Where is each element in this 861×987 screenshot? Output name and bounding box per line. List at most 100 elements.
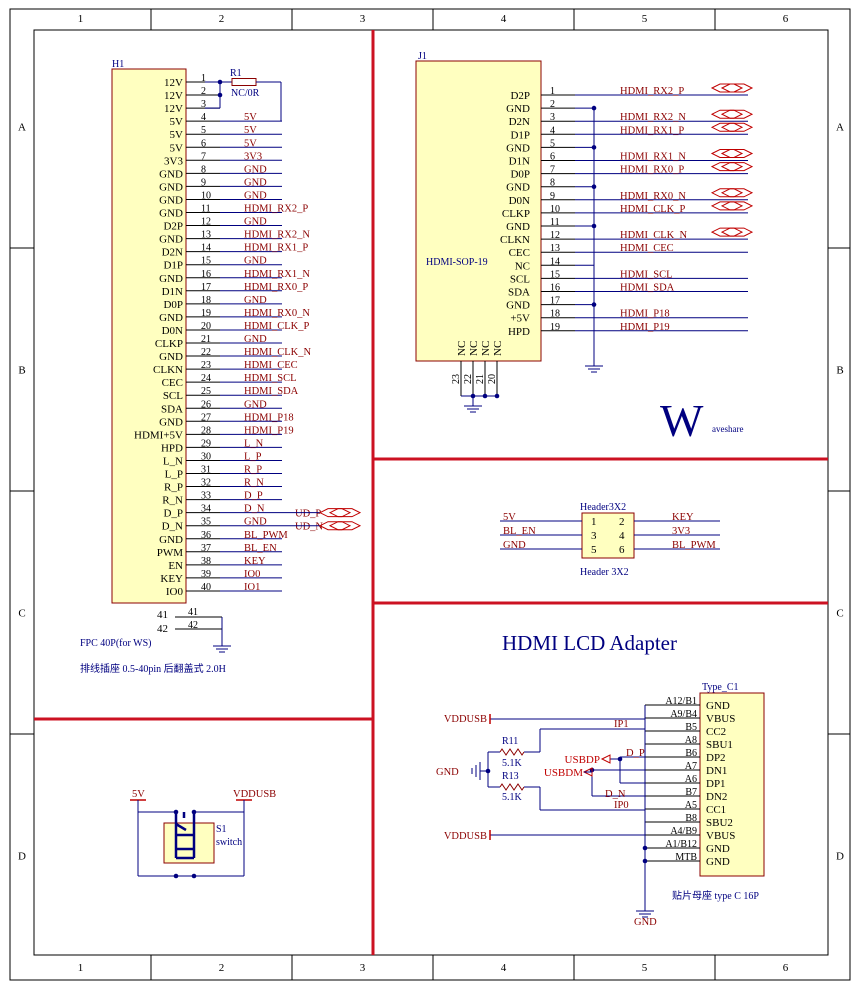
j1-pin-number: 17 bbox=[550, 296, 560, 307]
column-label-top: 4 bbox=[501, 13, 507, 25]
h1-net-label: BL_PWM bbox=[244, 530, 288, 541]
h1-net-label: GND bbox=[244, 256, 267, 267]
h1-net-label: GND bbox=[244, 217, 267, 228]
h1-extra-pin-name: 41 bbox=[157, 609, 168, 621]
typec-pin-name: CC2 bbox=[706, 726, 726, 738]
header-left-pin: 1 bbox=[591, 516, 597, 528]
junction-dot bbox=[191, 809, 197, 815]
h1-pin-name: KEY bbox=[160, 573, 183, 585]
j1-designator: J1 bbox=[418, 51, 427, 62]
h1-pin-number: 2 bbox=[201, 86, 206, 97]
typec-body bbox=[699, 692, 765, 877]
header-left-net: GND bbox=[503, 540, 526, 551]
header-designator: Header3X2 bbox=[580, 502, 626, 513]
s1-designator: S1 bbox=[216, 824, 227, 835]
h1-net-label: R_N bbox=[244, 478, 264, 489]
typec-pin-number: B6 bbox=[685, 748, 697, 759]
typec-pin-name: VBUS bbox=[706, 713, 735, 725]
h1-pin-number: 40 bbox=[201, 582, 211, 593]
junction-dot bbox=[485, 768, 491, 774]
h1-net-label: GND bbox=[244, 164, 267, 175]
h1-pin-name: GND bbox=[159, 234, 183, 246]
j1-pin-name: GND bbox=[506, 300, 530, 312]
j1-pin-name: CLKP bbox=[502, 208, 530, 220]
j1-net-label: HDMI_RX1_N bbox=[620, 152, 686, 163]
j1-bottom-pin-name: NC bbox=[468, 341, 480, 356]
column-label-bottom: 5 bbox=[642, 962, 648, 974]
j1-pin-number: 9 bbox=[550, 191, 555, 202]
h1-pin-number: 11 bbox=[201, 204, 211, 215]
h1-pin-name: 5V bbox=[170, 116, 184, 128]
h1-pin-name: 12V bbox=[164, 77, 183, 89]
header-right-net: BL_PWM bbox=[672, 540, 716, 551]
j1-pin-number: 3 bbox=[550, 112, 555, 123]
logo-text: aveshare bbox=[712, 424, 743, 434]
j1-pin-number: 5 bbox=[550, 138, 555, 149]
j1-pin-number: 15 bbox=[550, 269, 560, 280]
row-label-left: B bbox=[18, 365, 25, 377]
j1-net-label: HDMI_RX1_P bbox=[620, 125, 684, 136]
h1-net-label: HDMI_RX1_N bbox=[244, 269, 310, 280]
junction-dot bbox=[217, 92, 223, 98]
h1-net-label: HDMI_SCL bbox=[244, 373, 297, 384]
typec-pin-name: GND bbox=[706, 843, 730, 855]
j1-pin-name: D2P bbox=[510, 90, 530, 102]
h1-pin-number: 17 bbox=[201, 282, 211, 293]
h1-pin-number: 20 bbox=[201, 321, 211, 332]
r1-value: NC/0R bbox=[231, 88, 260, 99]
resistor-zigzag bbox=[499, 783, 525, 791]
j1-body bbox=[415, 60, 542, 362]
usb-port-label: UD_N bbox=[295, 522, 323, 533]
header-right-pin: 6 bbox=[619, 544, 625, 556]
j1-pin-name: SDA bbox=[508, 287, 530, 299]
h1-pin-name: HDMI+5V bbox=[134, 429, 183, 441]
column-label-bottom: 3 bbox=[360, 962, 366, 974]
h1-pin-number: 7 bbox=[201, 151, 206, 162]
j1-pin-name: GND bbox=[506, 142, 530, 154]
j1-pin-number: 6 bbox=[550, 152, 555, 163]
net-port bbox=[720, 188, 754, 198]
row-label-right: B bbox=[836, 365, 843, 377]
j1-net-label: HDMI_P18 bbox=[620, 309, 670, 320]
h1-pin-name: SCL bbox=[163, 390, 183, 402]
net-port bbox=[710, 122, 744, 132]
typec-pin-number: A1/B12 bbox=[665, 839, 697, 850]
net-port bbox=[318, 508, 352, 518]
h1-pin-name: D_N bbox=[162, 521, 183, 533]
junction-dot bbox=[494, 393, 500, 399]
typec-pin-number: A12/B1 bbox=[665, 696, 697, 707]
h1-pin-name: D0N bbox=[162, 325, 183, 337]
j1-bottom-pin-name: NC bbox=[456, 341, 468, 356]
j1-net-label: HDMI_CLK_P bbox=[620, 204, 685, 215]
h1-pin-number: 28 bbox=[201, 425, 211, 436]
typec-pin-number: B5 bbox=[685, 722, 697, 733]
h1-pin-name: L_N bbox=[163, 455, 183, 467]
j1-pin-number: 14 bbox=[550, 256, 560, 267]
row-label-left: A bbox=[18, 122, 26, 134]
h1-pin-number: 3 bbox=[201, 99, 206, 110]
typec-pin-name: GND bbox=[706, 856, 730, 868]
typec-pin-number: B8 bbox=[685, 813, 697, 824]
typec-pin-number: A8 bbox=[685, 735, 697, 746]
net-port bbox=[328, 521, 362, 531]
typec-pin-number: B7 bbox=[685, 787, 697, 798]
h1-pin-name: IO0 bbox=[166, 586, 184, 598]
header-left-pin: 3 bbox=[591, 530, 597, 542]
j1-pin-number: 16 bbox=[550, 283, 560, 294]
row-label-right: C bbox=[836, 608, 843, 620]
j1-bottom-pin-name: NC bbox=[492, 341, 504, 356]
h1-pin-number: 24 bbox=[201, 373, 211, 384]
h1-pin-name: GND bbox=[159, 351, 183, 363]
h1-pin-number: 13 bbox=[201, 230, 211, 241]
typec-pin-number: MTB bbox=[675, 852, 697, 863]
h1-pin-number: 14 bbox=[201, 243, 211, 254]
j1-bottom-pin-number: 22 bbox=[463, 374, 474, 384]
typec-part: 贴片母座 type C 16P bbox=[672, 889, 759, 902]
h1-pin-number: 33 bbox=[201, 491, 211, 502]
header-left-pin: 5 bbox=[591, 544, 597, 556]
h1-body bbox=[111, 68, 187, 604]
j1-pin-name: GND bbox=[506, 182, 530, 194]
net-port bbox=[318, 521, 352, 531]
